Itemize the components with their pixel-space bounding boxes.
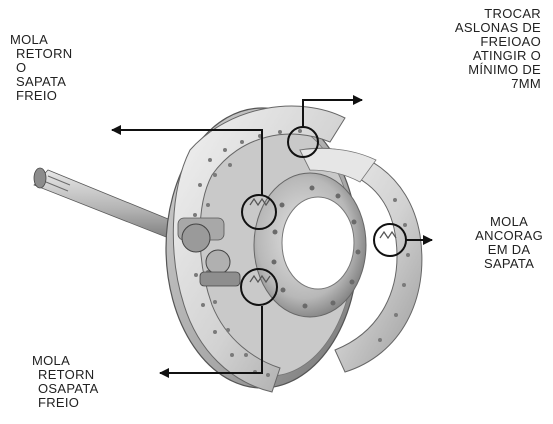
callout-line: RETORN [10, 47, 72, 61]
callout-line: SAPATA [10, 75, 72, 89]
wheel-hub [254, 173, 366, 317]
callout-line: MOLA [32, 354, 99, 368]
callout-line: MOLA [10, 33, 72, 47]
callout-line: MOLA [475, 215, 543, 229]
callout-line: FREIOAO [455, 35, 541, 49]
callout-line: ATINGIR O [455, 49, 541, 63]
callout-line: EM DA [475, 243, 543, 257]
callout-line: ASLONAS DE [455, 21, 541, 35]
callout-line: OSAPATA [32, 382, 99, 396]
callout-line: TROCAR [455, 7, 541, 21]
callout-line: 7MM [455, 77, 541, 91]
callout-top-right: TROCAR ASLONAS DE FREIOAO ATINGIR O MÍNI… [455, 7, 541, 91]
callout-line: FREIO [10, 89, 72, 103]
callout-line: SAPATA [475, 257, 543, 271]
callout-line: RETORN [32, 368, 99, 382]
callout-line: ANCORAG [475, 229, 543, 243]
anchor-spring [380, 232, 396, 238]
callout-bottom-left: MOLA RETORN OSAPATA FREIO [32, 354, 99, 410]
callout-top-left: MOLA RETORN O SAPATA FREIO [10, 33, 72, 103]
callout-right: MOLA ANCORAG EM DA SAPATA [475, 215, 543, 271]
callout-line: O [10, 61, 72, 75]
callout-line: FREIO [32, 396, 99, 410]
callout-line: MÍNIMO DE [455, 63, 541, 77]
